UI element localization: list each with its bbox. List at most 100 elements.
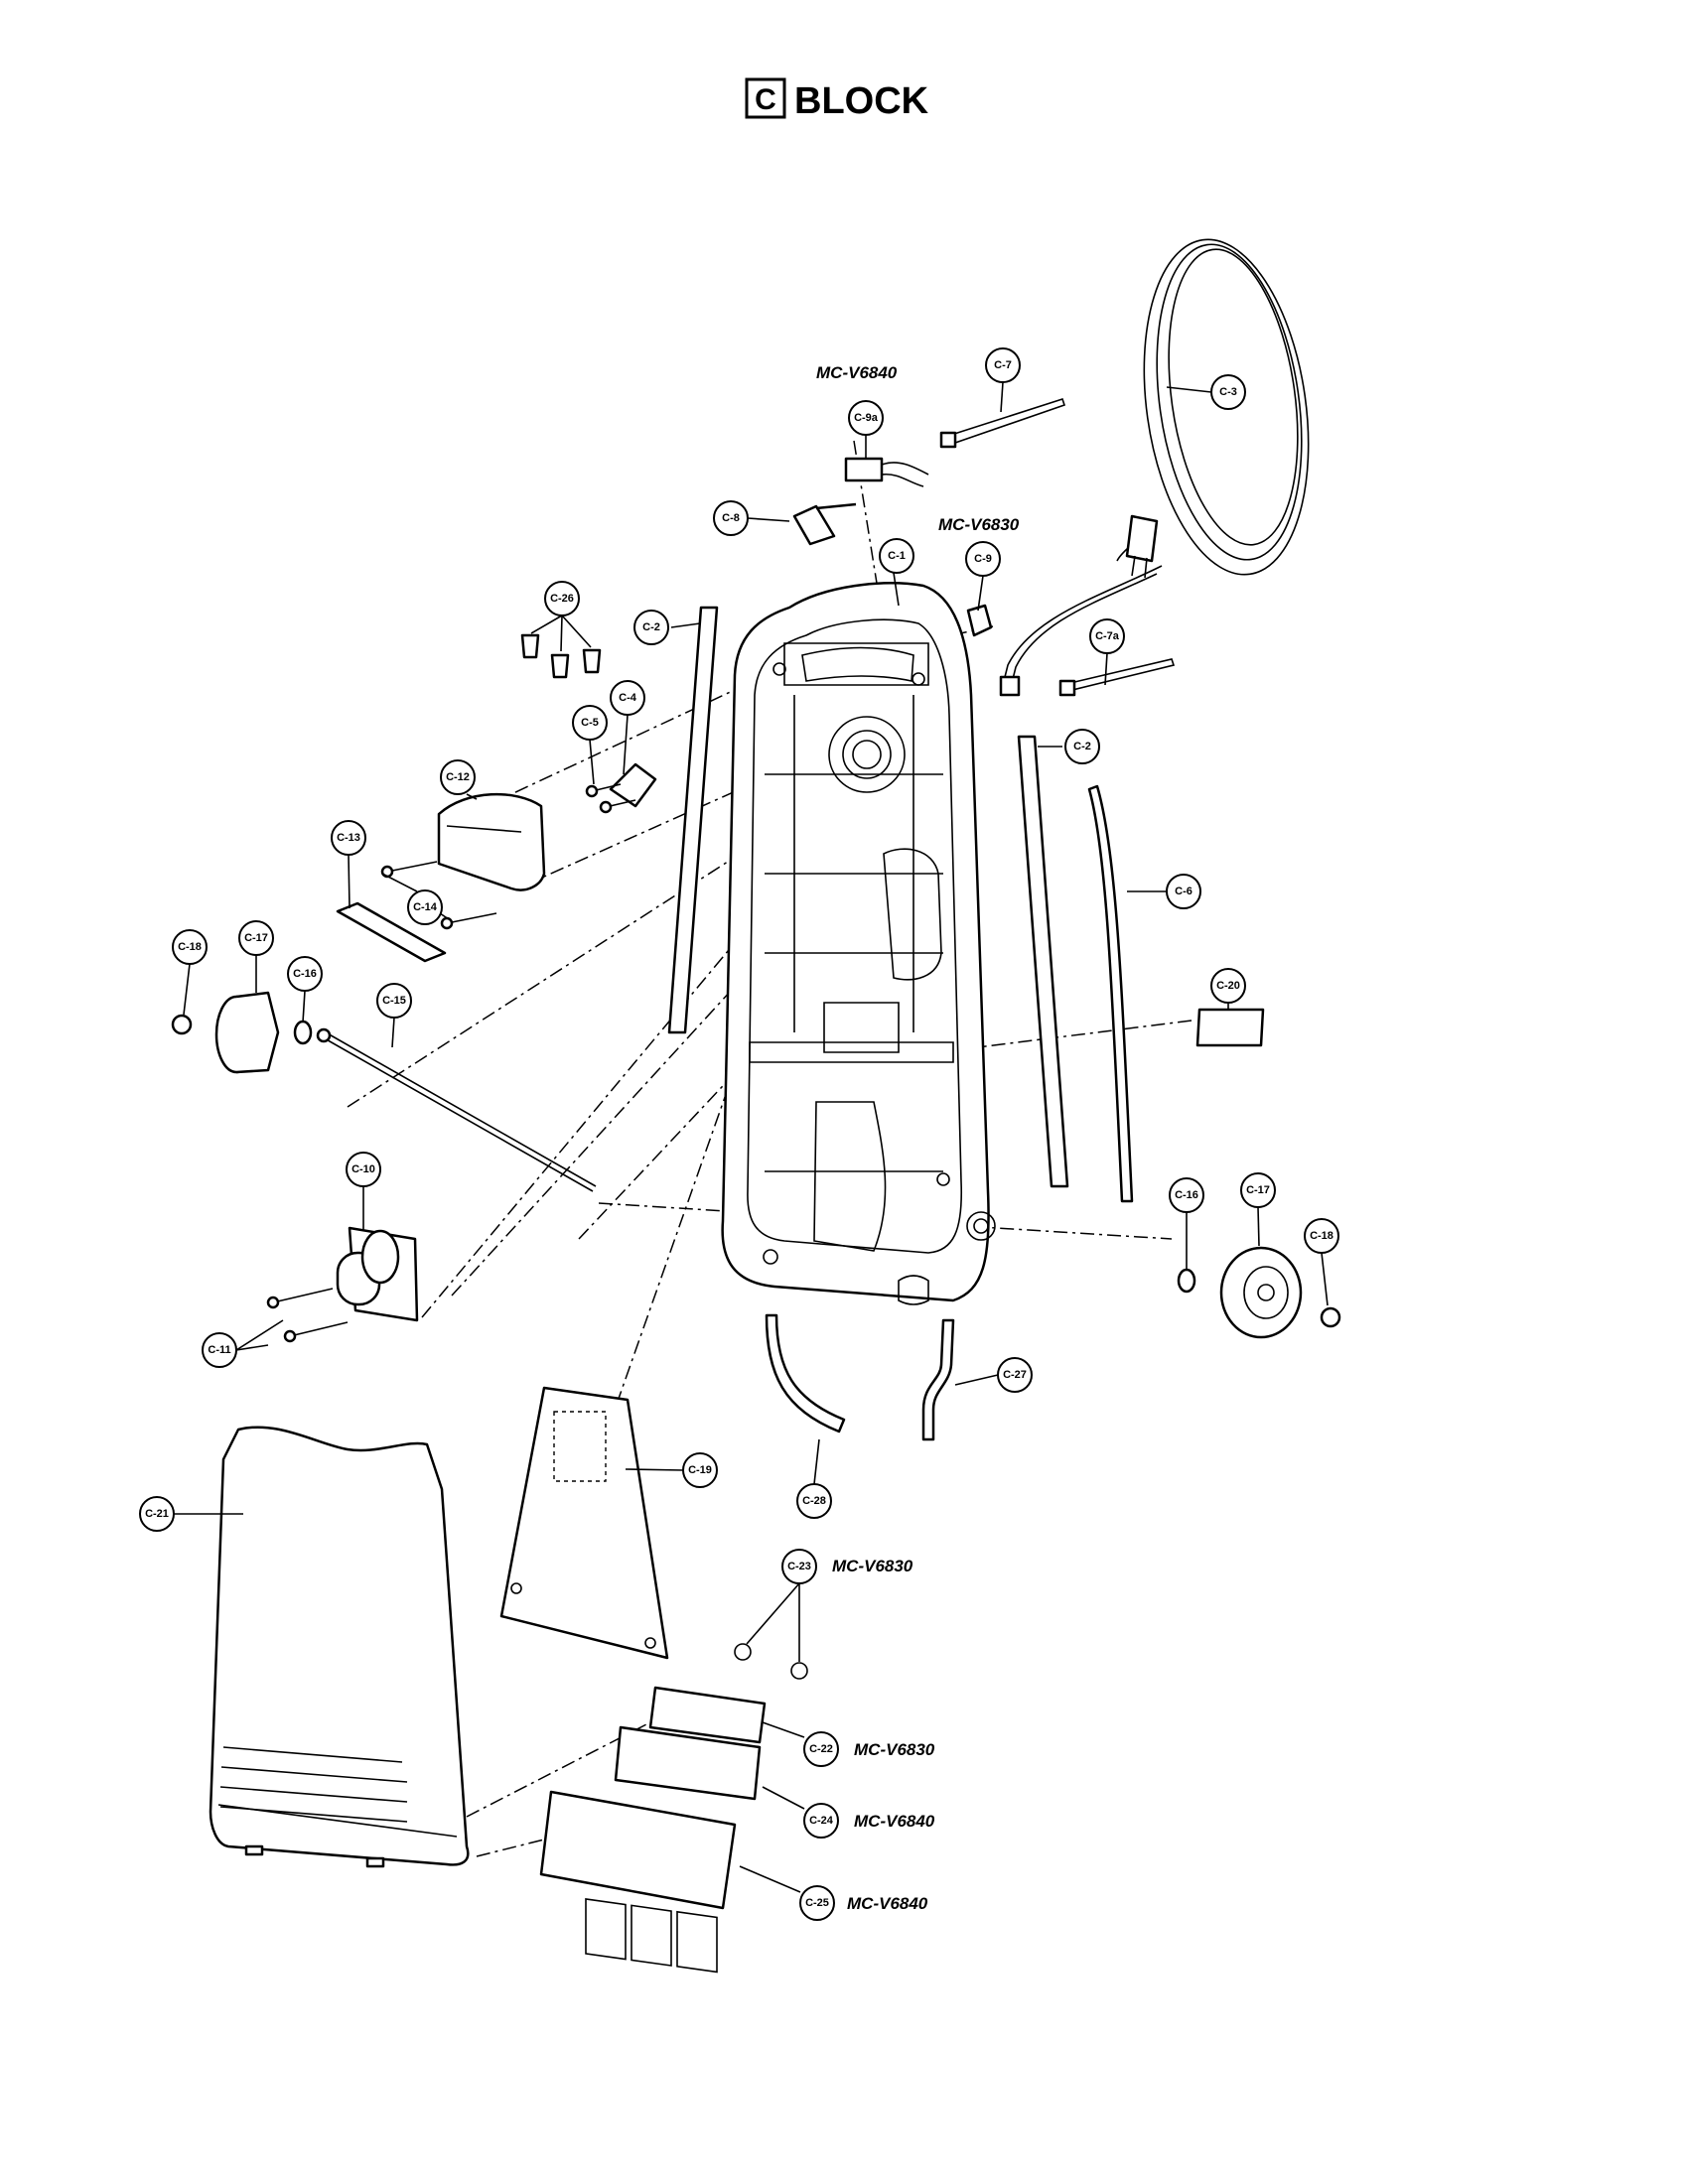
callout-c2-left: C-2	[633, 610, 669, 645]
block-letter-box	[745, 77, 786, 119]
clip	[792, 502, 857, 546]
block-title: C BLOCK	[745, 77, 929, 122]
callout-c17-right: C-17	[1240, 1172, 1276, 1208]
callout-c2-right: C-2	[1064, 729, 1100, 764]
callout-c21: C-21	[139, 1496, 175, 1532]
block-letter: C	[755, 83, 776, 116]
svg-text:C-13: C-13	[337, 832, 360, 844]
power-cord	[999, 238, 1310, 697]
side-strip-left	[667, 606, 719, 1034]
callout-c14: C-14	[407, 889, 443, 925]
callout-c7: C-7	[985, 347, 1021, 383]
callout-c15: C-15	[376, 983, 412, 1019]
svg-text:C-14: C-14	[413, 901, 438, 913]
callout-c20: C-20	[1210, 968, 1246, 1004]
callout-c25: C-25	[799, 1885, 835, 1921]
callout-c10: C-10	[346, 1152, 381, 1187]
callout-c9a: C-9a	[848, 400, 884, 436]
switch	[966, 604, 993, 637]
model-label-c9a: MC-V6840	[816, 363, 898, 382]
model-label-c24: MC-V6840	[854, 1812, 935, 1831]
svg-text:C-12: C-12	[446, 771, 470, 783]
callout-c26: C-26	[544, 581, 580, 616]
pad	[1195, 1008, 1265, 1047]
callout-c28: C-28	[796, 1483, 832, 1519]
hose	[1087, 784, 1134, 1203]
filter-sheet-2	[614, 1725, 762, 1801]
leader-lines	[174, 381, 1329, 1893]
callout-c17-left: C-17	[238, 920, 274, 956]
svg-text:C-24: C-24	[809, 1815, 834, 1827]
callout-c23: C-23	[781, 1549, 817, 1584]
svg-text:C-6: C-6	[1175, 886, 1193, 897]
svg-text:C-28: C-28	[802, 1495, 826, 1507]
callout-c6: C-6	[1166, 874, 1201, 909]
top-cover	[437, 792, 546, 891]
right-wheel	[1177, 1246, 1341, 1339]
filter-sheet	[648, 1686, 767, 1744]
bracket	[609, 762, 657, 808]
axle	[316, 1027, 597, 1192]
callout-c3: C-3	[1210, 374, 1246, 410]
svg-text:C-3: C-3	[1219, 386, 1237, 398]
callout-c22: C-22	[803, 1731, 839, 1767]
svg-text:C-25: C-25	[805, 1897, 829, 1909]
svg-text:C-5: C-5	[581, 717, 599, 729]
dots	[734, 1643, 808, 1680]
callout-c11: C-11	[202, 1332, 237, 1368]
cable-tie-a	[1058, 658, 1176, 697]
callout-c1: C-1	[879, 538, 914, 574]
svg-text:C-1: C-1	[888, 550, 906, 562]
hose-c27	[921, 1318, 955, 1441]
callout-c12: C-12	[440, 759, 476, 795]
svg-text:C-8: C-8	[722, 512, 740, 524]
hose-c28	[765, 1313, 846, 1433]
svg-text:C-15: C-15	[382, 995, 406, 1007]
block-title-text: BLOCK	[794, 80, 929, 122]
model-label-c9: MC-V6830	[938, 515, 1020, 534]
callout-c9: C-9	[965, 541, 1001, 577]
callout-c4: C-4	[610, 680, 645, 716]
callout-c7a: C-7a	[1089, 618, 1125, 654]
svg-text:C-9: C-9	[974, 553, 992, 565]
svg-text:C-11: C-11	[208, 1344, 230, 1356]
micro-switch	[844, 457, 929, 487]
svg-text:C-17: C-17	[1246, 1184, 1270, 1196]
svg-text:C-16: C-16	[1175, 1189, 1198, 1201]
svg-text:C-27: C-27	[1003, 1369, 1027, 1381]
callout-c18-left: C-18	[172, 929, 208, 965]
callout-c18-right: C-18	[1304, 1218, 1339, 1254]
model-label-c22: MC-V6830	[854, 1740, 935, 1759]
callout-c8: C-8	[713, 500, 749, 536]
side-strip-right	[1017, 735, 1069, 1188]
main-housing	[721, 582, 996, 1305]
guide-rail	[336, 901, 447, 963]
callout-c19: C-19	[682, 1452, 718, 1488]
svg-text:C-2: C-2	[642, 621, 660, 633]
svg-text:C-2: C-2	[1073, 741, 1091, 752]
svg-text:C-10: C-10	[351, 1163, 375, 1175]
screws	[585, 783, 636, 814]
callout-c16-right: C-16	[1169, 1177, 1204, 1213]
wire-caps	[520, 633, 602, 679]
filter-plate	[499, 1386, 669, 1660]
callout-c13: C-13	[331, 820, 366, 856]
svg-text:C-17: C-17	[244, 932, 268, 944]
cable-tie	[939, 397, 1066, 449]
callout-c27: C-27	[997, 1357, 1033, 1393]
callout-c16-left: C-16	[287, 956, 323, 992]
svg-text:C-22: C-22	[809, 1743, 833, 1755]
svg-text:C-19: C-19	[688, 1464, 712, 1476]
model-label-c25: MC-V6840	[847, 1894, 928, 1913]
svg-text:C-9a: C-9a	[854, 412, 879, 424]
svg-text:C-26: C-26	[550, 593, 574, 605]
callout-c24: C-24	[803, 1803, 839, 1839]
filter-frame	[539, 1790, 737, 1974]
svg-text:C-21: C-21	[145, 1508, 169, 1520]
front-cover	[209, 1426, 470, 1868]
svg-text:C-20: C-20	[1216, 980, 1240, 992]
svg-text:C-4: C-4	[619, 692, 637, 704]
svg-text:C-16: C-16	[293, 968, 317, 980]
svg-text:C-18: C-18	[1310, 1230, 1333, 1242]
